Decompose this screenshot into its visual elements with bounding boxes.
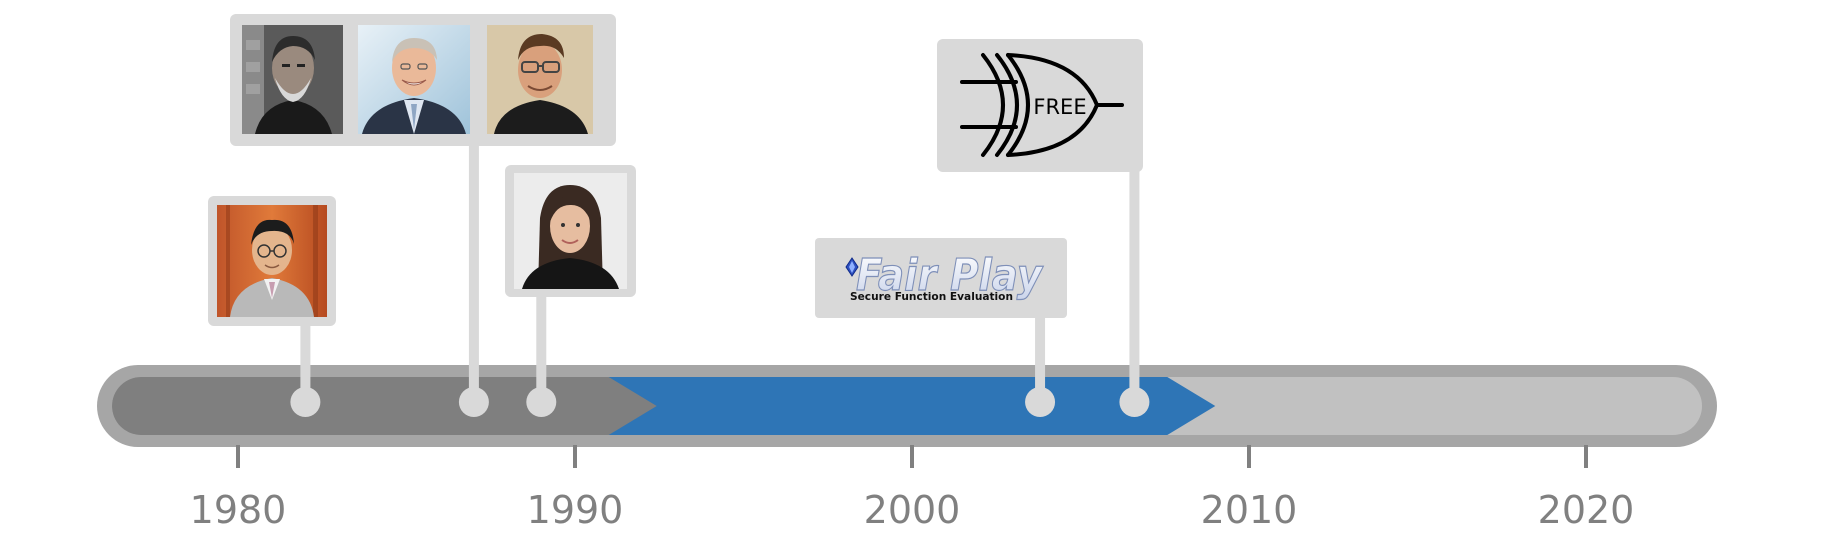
axis-tick-label-1990: 1990 [527,488,624,532]
axis-tick-label-2010: 2010 [1201,488,1298,532]
event-stem-free-xor-2008 [1129,170,1140,402]
free-xor-label: FREE [1033,95,1086,119]
event-card-fairplay: Fair Play Secure Function Evaluation [815,238,1067,318]
event-marker-researcher-woman-1989 [526,387,557,417]
event-stem-researchers-trio-1987 [468,144,479,402]
event-card-1989 [505,165,636,297]
portrait-woman-icon [514,173,627,289]
axis-tick-label-1980: 1980 [190,488,287,532]
xor-gate-icon [960,53,1124,157]
event-stem-researcher-woman-1989 [536,295,547,402]
axis-tick-label-2020: 2020 [1538,488,1635,532]
axis-tick-label-2000: 2000 [864,488,961,532]
fairplay-diamond-icon [845,257,859,277]
year-axis: 1980 1990 2000 2010 2020 [190,445,1635,532]
portrait-bearded-man-icon [242,25,343,134]
portrait-man-glasses-icon [217,205,327,317]
era-early-band [112,377,677,435]
event-marker-fairplay-2004 [1025,387,1056,417]
event-card-free-xor: FREE [937,39,1143,172]
portrait-man-goggles-icon [487,25,593,134]
event-marker-researcher-glasses-1982 [290,387,321,417]
event-stems [300,144,1140,402]
fairplay-logo-title: Fair Play [856,250,1044,301]
era-middle-band [608,377,1216,435]
event-stem-fairplay-2004 [1035,316,1046,402]
fairplay-logo-subtitle: Secure Function Evaluation [850,290,1013,303]
event-card-1982 [208,196,336,326]
portrait-smiling-man-icon [358,25,470,134]
event-stem-researcher-glasses-1982 [300,324,311,402]
event-marker-researchers-trio-1987 [458,387,489,417]
event-marker-free-xor-2008 [1119,387,1150,417]
event-card-1987 [230,14,616,146]
event-markers [290,387,1150,417]
